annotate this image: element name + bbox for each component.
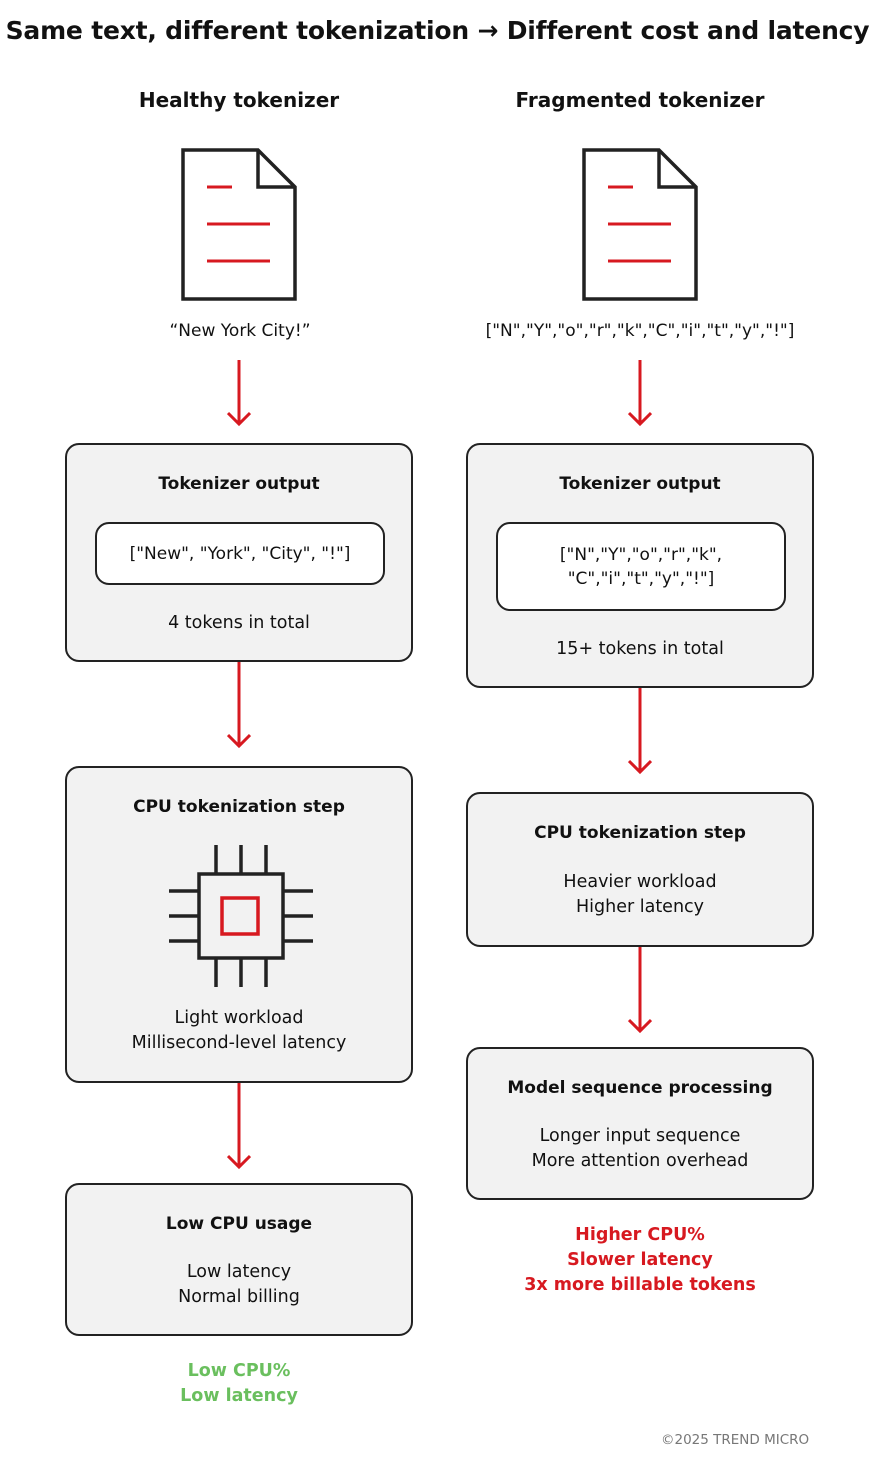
cpu-chip-icon xyxy=(169,845,313,987)
down-arrow-icon xyxy=(628,688,652,775)
token-list: ["N","Y","o","r","k", "C","i","t","y","!… xyxy=(496,522,786,611)
box-body-line: Heavier workload xyxy=(563,872,717,892)
box-body-line: More attention overhead xyxy=(531,1151,749,1171)
down-arrow-icon xyxy=(227,360,251,427)
right-model-processing-box: Model sequence processing Longer input s… xyxy=(466,1047,814,1200)
box-title: Low CPU usage xyxy=(165,1214,313,1234)
down-arrow-icon xyxy=(628,360,652,427)
token-list-line: ["N","Y","o","r","k", xyxy=(559,544,723,565)
box-body: Low latency Normal billing xyxy=(67,1260,411,1310)
diagram-title: Same text, different tokenization → Diff… xyxy=(5,16,870,45)
token-list: ["New", "York", "City", "!"] xyxy=(95,522,385,585)
box-title: Tokenizer output xyxy=(559,474,721,494)
box-body-line: Light workload xyxy=(174,1008,304,1028)
copyright: ©2025 TREND MICRO xyxy=(661,1432,810,1448)
left-usage-box: Low CPU usage Low latency Normal billing xyxy=(65,1183,413,1336)
right-outcome: Higher CPU% Slower latency 3x more billa… xyxy=(466,1223,814,1298)
outcome-line: Higher CPU% xyxy=(575,1225,705,1245)
left-input-text: “New York City!” xyxy=(169,321,311,341)
box-title: CPU tokenization step xyxy=(534,823,746,843)
down-arrow-icon xyxy=(227,662,251,749)
down-arrow-icon xyxy=(227,1083,251,1170)
box-title: CPU tokenization step xyxy=(133,797,345,817)
token-list-text: ["New", "York", "City", "!"] xyxy=(129,543,351,564)
token-count: 15+ tokens in total xyxy=(556,639,724,659)
document-icon xyxy=(181,148,297,301)
box-title: Tokenizer output xyxy=(158,474,320,494)
right-cpu-step-box: CPU tokenization step Heavier workload H… xyxy=(466,792,814,947)
outcome-line: Slower latency xyxy=(567,1250,713,1270)
box-body: Longer input sequence More attention ove… xyxy=(468,1124,812,1174)
left-outcome: Low CPU% Low latency xyxy=(65,1359,413,1409)
right-input-text: ["N","Y","o","r","k","C","i","t","y","!"… xyxy=(485,321,795,341)
outcome-line: Low CPU% xyxy=(187,1361,291,1381)
box-body-line: Millisecond-level latency xyxy=(131,1033,347,1053)
left-cpu-step-box: CPU tokenization step Light workload Mil… xyxy=(65,766,413,1083)
box-body-line: Low latency xyxy=(186,1262,292,1282)
box-body-line: Longer input sequence xyxy=(539,1126,741,1146)
box-body: Heavier workload Higher latency xyxy=(468,870,812,920)
right-column-heading: Fragmented tokenizer xyxy=(515,88,765,112)
token-list-line: "C","i","t","y","!"] xyxy=(567,568,715,589)
box-title: Model sequence processing xyxy=(507,1078,773,1098)
right-tokenizer-output-box: Tokenizer output ["N","Y","o","r","k", "… xyxy=(466,443,814,688)
box-body-line: Higher latency xyxy=(575,897,705,917)
document-icon xyxy=(582,148,698,301)
box-body-line: Normal billing xyxy=(178,1287,300,1307)
outcome-line: 3x more billable tokens xyxy=(524,1275,756,1295)
token-count: 4 tokens in total xyxy=(168,613,310,633)
down-arrow-icon xyxy=(628,947,652,1034)
left-tokenizer-output-box: Tokenizer output ["New", "York", "City",… xyxy=(65,443,413,662)
left-column-heading: Healthy tokenizer xyxy=(138,88,340,112)
box-body: Light workload Millisecond-level latency xyxy=(67,1006,411,1056)
outcome-line: Low latency xyxy=(180,1386,298,1406)
